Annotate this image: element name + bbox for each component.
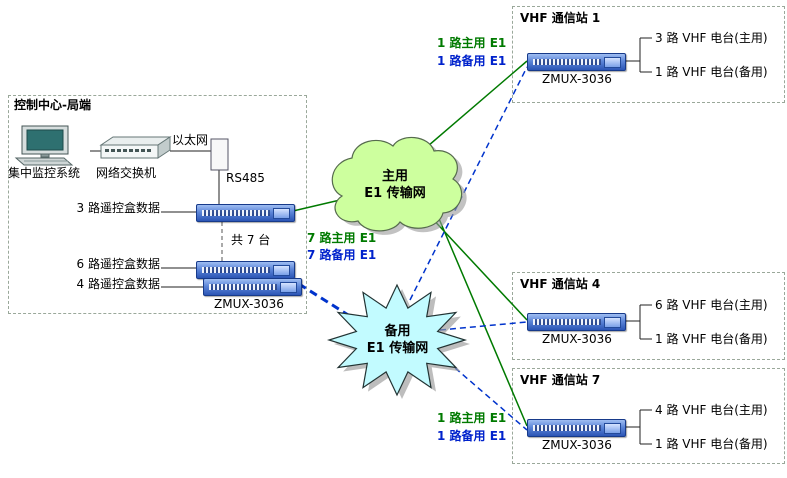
zmux-device-station1 xyxy=(527,53,626,71)
rs485-converter-icon xyxy=(210,138,229,171)
backup-cloud-shape xyxy=(326,283,470,399)
link2-label: 6 路遥控盒数据 xyxy=(76,257,160,271)
station-1-title: VHF 通信站 1 xyxy=(520,11,601,25)
ethernet-label: 以太网 xyxy=(172,133,209,147)
mid-primary-link-label: 7 路主用 E1 xyxy=(307,231,377,245)
station7-bracket xyxy=(624,409,652,445)
zmux-device-station4 xyxy=(527,313,626,331)
station-1-primary-radio-label: 3 路 VHF 电台(主用) xyxy=(655,31,768,45)
backup-cloud-line1: 备用 xyxy=(384,324,411,339)
station-7-backup-radio-label: 1 路 VHF 电台(备用) xyxy=(655,437,768,451)
bottom-primary-link-label: 1 路主用 E1 xyxy=(437,411,507,425)
mid-backup-link-label: 7 路备用 E1 xyxy=(307,248,377,262)
count-label: 共 7 台 xyxy=(231,233,271,247)
monitor-system-label: 集中监控系统 xyxy=(8,166,81,180)
station1-bracket xyxy=(624,37,652,73)
backup-link-station4 xyxy=(439,321,528,331)
station-brackets xyxy=(624,37,652,445)
backup-link-station7 xyxy=(439,354,528,431)
computer-icon xyxy=(14,125,74,166)
station-7-primary-radio-label: 4 路 VHF 电台(主用) xyxy=(655,403,768,417)
control-center-box xyxy=(8,95,307,314)
link3-label: 4 路遥控盒数据 xyxy=(76,277,160,291)
primary-cloud-blob xyxy=(331,137,463,232)
bottom-backup-link-label: 1 路备用 E1 xyxy=(437,429,507,443)
zmux-device-station7 xyxy=(527,419,626,437)
primary-cloud-line1: 主用 xyxy=(381,169,408,184)
backup-cloud-line2: E1 传输网 xyxy=(366,341,429,356)
station-7-box xyxy=(512,368,785,464)
station-7-title: VHF 通信站 7 xyxy=(520,373,601,387)
connector-lines xyxy=(90,150,223,288)
primary-cloud-label: 主用 E1 传输网 xyxy=(340,150,450,220)
link1-label: 3 路遥控盒数据 xyxy=(76,201,160,215)
backup-link-station1 xyxy=(409,66,528,301)
network-switch-icon xyxy=(99,136,172,159)
station4-bracket xyxy=(624,304,652,340)
station-4-box xyxy=(512,272,785,360)
backup-cloud-burst xyxy=(326,283,468,397)
primary-cloud-shape xyxy=(331,137,467,235)
station-4-device-label: ZMUX-3036 xyxy=(542,332,612,346)
station-4-primary-radio-label: 6 路 VHF 电台(主用) xyxy=(655,298,768,312)
primary-link-station7 xyxy=(436,213,528,427)
top-backup-link-label: 1 路备用 E1 xyxy=(437,54,507,68)
station-1-backup-radio-label: 1 路 VHF 电台(备用) xyxy=(655,65,768,79)
top-primary-link-label: 1 路主用 E1 xyxy=(437,36,507,50)
control-center-title: 控制中心-局端 xyxy=(14,98,91,112)
backup-cloud-label: 备用 E1 传输网 xyxy=(335,305,460,375)
rs485-label: RS485 xyxy=(226,171,265,185)
station-4-title: VHF 通信站 4 xyxy=(520,277,601,291)
zmux-device-cc-2 xyxy=(196,261,295,279)
primary-cloud-line2: E1 传输网 xyxy=(364,186,426,201)
station-1-device-label: ZMUX-3036 xyxy=(542,72,612,86)
cc-device-label: ZMUX-3036 xyxy=(214,297,284,311)
zmux-device-cc-1 xyxy=(196,204,295,222)
station-4-backup-radio-label: 1 路 VHF 电台(备用) xyxy=(655,332,768,346)
network-switch-label: 网络交换机 xyxy=(96,166,157,180)
station-7-device-label: ZMUX-3036 xyxy=(542,438,612,452)
zmux-device-cc-3 xyxy=(203,278,302,296)
station-1-box xyxy=(512,6,785,103)
